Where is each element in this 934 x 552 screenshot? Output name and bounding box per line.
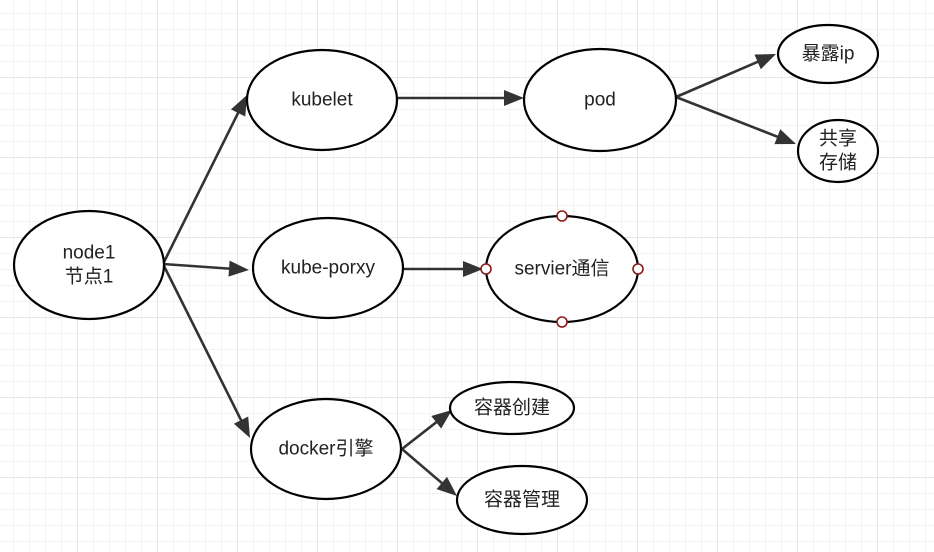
node-expose-ip[interactable]: 暴露ip bbox=[776, 23, 880, 85]
node-ellipse[interactable] bbox=[12, 209, 166, 321]
connection-handle-bottom[interactable] bbox=[556, 316, 568, 328]
node-pod[interactable]: pod bbox=[522, 47, 678, 153]
node-docker[interactable]: docker引擎 bbox=[249, 397, 403, 501]
node-ellipse[interactable] bbox=[245, 48, 399, 152]
node-ellipse[interactable] bbox=[448, 380, 576, 436]
node-ellipse[interactable] bbox=[796, 118, 880, 184]
node-label: kubelet bbox=[291, 90, 353, 111]
edge-docker-to-container-create[interactable] bbox=[401, 410, 452, 451]
edge-line[interactable] bbox=[401, 420, 439, 451]
node-label: 容器创建 bbox=[474, 397, 550, 419]
node-ellipse[interactable] bbox=[522, 47, 678, 153]
edge-pod-to-expose-ip[interactable] bbox=[675, 54, 776, 99]
arrowhead-icon bbox=[233, 416, 250, 438]
connection-handle-left[interactable] bbox=[480, 263, 492, 275]
node-kubelet[interactable]: kubelet bbox=[245, 48, 399, 152]
edge-line[interactable] bbox=[675, 95, 780, 139]
node-label: kube-porxy bbox=[281, 258, 375, 279]
node-ellipse[interactable] bbox=[776, 23, 880, 85]
arrowhead-icon bbox=[230, 95, 247, 117]
edge-node1-to-kube-proxy[interactable] bbox=[162, 260, 249, 277]
node-container-create[interactable]: 容器创建 bbox=[448, 380, 576, 436]
node-label: pod bbox=[584, 90, 616, 111]
arrowhead-icon bbox=[774, 129, 796, 145]
node-label: servier通信 bbox=[514, 258, 609, 280]
edge-pod-to-shared-storage[interactable] bbox=[675, 95, 796, 145]
edge-node1-to-kubelet[interactable] bbox=[161, 95, 247, 265]
arrowhead-icon bbox=[754, 54, 776, 70]
node-label: node1 bbox=[63, 243, 116, 264]
node-ellipse[interactable] bbox=[251, 216, 405, 320]
node-ellipse[interactable] bbox=[249, 397, 403, 501]
edge-kubelet-to-pod[interactable] bbox=[398, 90, 524, 106]
edge-line[interactable] bbox=[161, 110, 241, 265]
edge-kube-proxy-to-service-comm[interactable] bbox=[404, 261, 483, 277]
connection-handle-top[interactable] bbox=[556, 210, 568, 222]
node-label: 容器管理 bbox=[484, 489, 560, 511]
arrowhead-icon bbox=[431, 410, 452, 429]
edge-docker-to-container-manage[interactable] bbox=[401, 448, 457, 496]
node-label: 暴露ip bbox=[802, 44, 855, 65]
arrowhead-icon bbox=[228, 260, 249, 277]
edge-line[interactable] bbox=[162, 262, 232, 271]
node-container-manage[interactable]: 容器管理 bbox=[455, 464, 589, 536]
arrowhead-icon bbox=[504, 90, 524, 106]
edge-line[interactable] bbox=[675, 59, 760, 99]
selection-handles bbox=[480, 210, 644, 328]
edge-line[interactable] bbox=[161, 263, 244, 423]
edge-node1-to-docker[interactable] bbox=[161, 263, 250, 438]
node-label: 节点1 bbox=[65, 266, 114, 288]
node-label: 存储 bbox=[819, 152, 857, 174]
connection-handle-right[interactable] bbox=[632, 263, 644, 275]
arrowhead-icon bbox=[463, 261, 483, 277]
edge-line[interactable] bbox=[401, 448, 445, 486]
node-service-comm[interactable]: servier通信 bbox=[484, 214, 640, 324]
node-label: docker引擎 bbox=[278, 438, 373, 460]
edges-layer bbox=[161, 54, 796, 496]
node-kube-proxy[interactable]: kube-porxy bbox=[251, 216, 405, 320]
node-label: 共享 bbox=[819, 128, 857, 150]
arrowhead-icon bbox=[436, 476, 457, 496]
node-ellipse[interactable] bbox=[455, 464, 589, 536]
